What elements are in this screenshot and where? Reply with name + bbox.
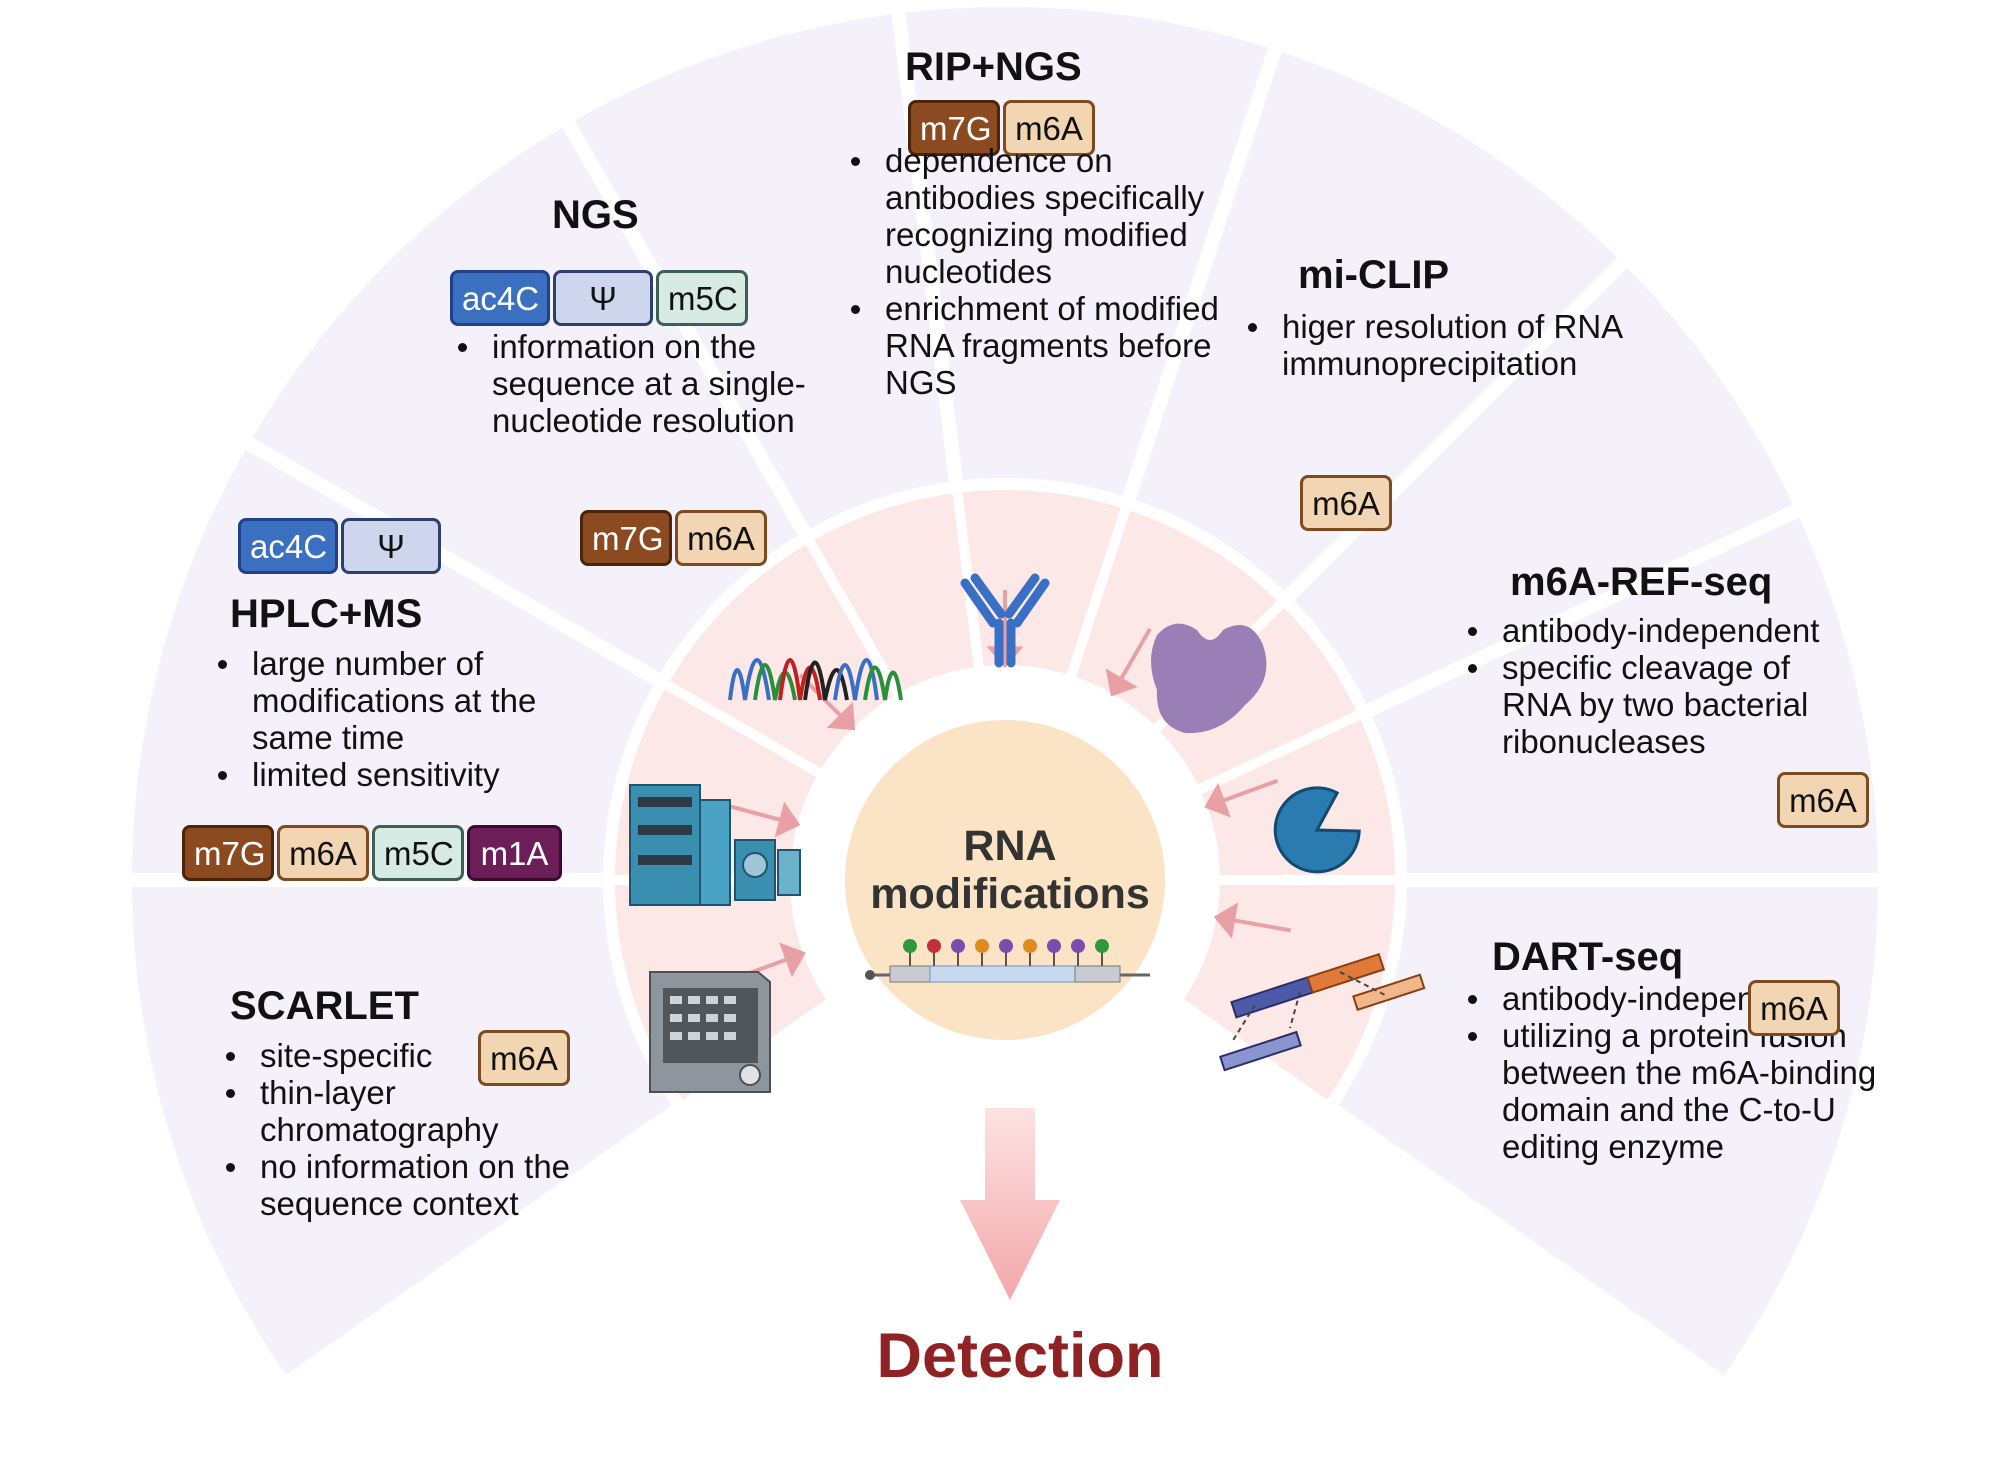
method-title: m6A-REF-seq: [1510, 560, 1773, 604]
center-label-line2: modifications: [870, 870, 1150, 918]
section-rip-ngs: RIP+NGS: [880, 45, 1260, 97]
antibody-icon: [960, 573, 1050, 668]
pointer-arrowhead: [774, 801, 801, 838]
section-ngs: NGS: [552, 193, 852, 245]
bullet-item: higer resolution of RNA immunoprecipitat…: [1240, 308, 1640, 382]
pointer-arrowhead: [1105, 668, 1138, 697]
method-title: NGS: [552, 193, 639, 237]
modification-pin: [1071, 939, 1085, 953]
chromatogram-icon: [728, 658, 903, 701]
bullet-item: large number of modifications at the sam…: [210, 645, 570, 756]
bullet-item: dependence on antibodies specifically re…: [843, 142, 1263, 290]
modification-pin: [975, 939, 989, 953]
detection-label: Detection: [876, 1321, 1164, 1391]
bullets-mi-clip: higer resolution of RNA immunoprecipitat…: [1240, 308, 1640, 382]
pointer-arrowhead: [779, 942, 806, 978]
method-title: HPLC+MS: [230, 592, 423, 636]
bullets-rip-ngs: dependence on antibodies specifically re…: [843, 142, 1263, 401]
tag-row-scarlet: m6A: [478, 1030, 573, 1086]
modification-tag: m6A: [1003, 100, 1095, 156]
modification-pin: [903, 939, 917, 953]
modification-tag: m5C: [656, 270, 748, 326]
modification-pin: [999, 939, 1013, 953]
tag-row-mi-clip: m6A: [1300, 475, 1395, 531]
modification-tag: m6A: [1777, 772, 1869, 828]
bullet-item: enrichment of modified RNA fragments bef…: [843, 290, 1263, 401]
modification-pin: [1095, 939, 1109, 953]
section-scarlet: SCARLET: [230, 984, 530, 1036]
modification-pin: [1023, 939, 1037, 953]
detection-arrow: [960, 1108, 1060, 1300]
method-title: RIP+NGS: [905, 45, 1082, 89]
center-label: RNA modifications: [820, 822, 1200, 918]
pointer-arrow: [724, 803, 789, 824]
modification-pin: [951, 939, 965, 953]
tlc-instrument-icon: [649, 971, 771, 1093]
tag-row-dart-seq: m6A: [1748, 980, 1843, 1036]
bullets-hplc-ms: large number of modifications at the sam…: [210, 645, 570, 793]
bullet-item: site-specific: [218, 1037, 588, 1074]
fusion-protein-icon: [1219, 952, 1426, 1072]
modification-tag: ac4C: [450, 270, 550, 326]
pointer-arrow: [1226, 917, 1291, 933]
modification-pin: [1047, 939, 1061, 953]
modification-tag: m7G: [908, 100, 1000, 156]
modification-tag: m7G: [580, 510, 672, 566]
modification-tag: m6A: [1748, 980, 1840, 1036]
modification-tag: m5C: [372, 825, 464, 881]
modification-tag: m6A: [478, 1030, 570, 1086]
modification-tag: ac4C: [238, 518, 338, 574]
modification-pin: [927, 939, 941, 953]
bullet-item: limited sensitivity: [210, 756, 570, 793]
modification-tag: m6A: [277, 825, 369, 881]
pointer-arrowhead: [1204, 782, 1231, 818]
bullets-ngs: information on the sequence at a single-…: [450, 328, 830, 439]
tag-row-m6a-ref-seq: m6A: [1777, 772, 1872, 828]
modification-tag: m7G: [182, 825, 274, 881]
bullet-item: specific cleavage of RNA by two bacteria…: [1460, 649, 1860, 760]
section-dart-seq: DART-seq: [1492, 935, 1792, 987]
ribonuclease-icon: [1273, 786, 1361, 874]
pointer-arrow: [1215, 778, 1279, 805]
bullet-item: thin-layer chromatography: [218, 1074, 588, 1148]
modification-tag: Ψ: [553, 270, 653, 326]
section-hplc-ms: HPLC+MS: [230, 592, 530, 644]
protein-icon: [1151, 623, 1267, 734]
method-title: SCARLET: [230, 984, 419, 1028]
method-title: DART-seq: [1492, 935, 1684, 979]
hplc-instrument-icon: [629, 784, 801, 906]
center-label-line1: RNA: [963, 822, 1057, 870]
rna-strand-icon: [865, 939, 1150, 983]
section-m6a-ref-seq: m6A-REF-seq: [1510, 560, 1840, 612]
bullet-item: antibody-independent: [1460, 612, 1860, 649]
pointer-arrow: [1115, 627, 1152, 687]
bullet-item: information on the sequence at a single-…: [450, 328, 830, 439]
pointer-arrowhead: [826, 701, 856, 731]
bullet-item: utilizing a protein fusion between the m…: [1460, 1017, 1880, 1165]
center-circle: [845, 720, 1165, 1040]
modification-tag: m6A: [1300, 475, 1392, 531]
bullet-item: no information on the sequence context: [218, 1148, 588, 1222]
modification-tag: m6A: [675, 510, 767, 566]
method-title: mi-CLIP: [1298, 253, 1450, 297]
section-mi-clip: mi-CLIP: [1298, 253, 1638, 305]
modification-tag: m1A: [467, 825, 562, 881]
pointer-arrowhead: [1213, 902, 1239, 939]
modification-tag: Ψ: [341, 518, 441, 574]
